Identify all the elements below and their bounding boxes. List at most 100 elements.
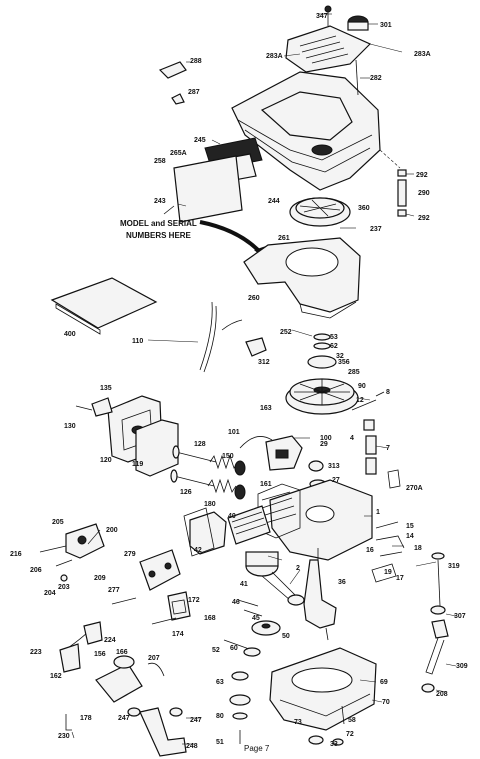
callout: 50 bbox=[282, 633, 290, 640]
callout: 292 bbox=[418, 215, 430, 222]
callout: 53 bbox=[330, 334, 338, 341]
callout: 203 bbox=[58, 584, 70, 591]
hose-elbow bbox=[127, 707, 187, 757]
callout: 1 bbox=[376, 509, 380, 516]
callout: 283A bbox=[266, 53, 283, 60]
dipstick bbox=[421, 552, 449, 693]
callout: 80 bbox=[216, 713, 224, 720]
callout: 292 bbox=[416, 172, 428, 179]
callout: 72 bbox=[346, 731, 354, 738]
callout: 70 bbox=[382, 699, 390, 706]
callout: 180 bbox=[204, 501, 216, 508]
callout: 42 bbox=[194, 547, 202, 554]
callout: 16 bbox=[366, 547, 374, 554]
callout: 51 bbox=[216, 739, 224, 746]
callout: 252 bbox=[280, 329, 292, 336]
callout: 29 bbox=[320, 441, 328, 448]
valve-springs bbox=[207, 454, 246, 500]
engine-cover bbox=[231, 71, 381, 191]
callout: 32 bbox=[336, 353, 344, 360]
valves bbox=[170, 445, 217, 487]
callout: 400 bbox=[64, 331, 76, 338]
screw-277 bbox=[111, 597, 137, 605]
ignition-module bbox=[239, 435, 303, 471]
owners-manual bbox=[50, 277, 158, 335]
clip-252 bbox=[245, 337, 267, 357]
callout: 245 bbox=[194, 137, 206, 144]
blower-housing bbox=[243, 237, 361, 319]
callout: 163 bbox=[260, 405, 272, 412]
callout: 15 bbox=[406, 523, 414, 530]
callout: 128 bbox=[194, 441, 206, 448]
callout: 258 bbox=[154, 158, 166, 165]
fuel-pump bbox=[39, 523, 105, 582]
bracket-230 bbox=[65, 714, 72, 731]
callout: 168 bbox=[204, 615, 216, 622]
callout: 244 bbox=[268, 198, 280, 205]
callout: 40 bbox=[228, 513, 236, 520]
callout: 206 bbox=[30, 567, 42, 574]
washers-53-62 bbox=[307, 333, 337, 369]
callout: 156 bbox=[94, 651, 106, 658]
callout: 36 bbox=[338, 579, 346, 586]
crankshaft bbox=[303, 548, 337, 641]
screw-347 bbox=[324, 5, 332, 26]
note-line1: MODEL and SERIAL bbox=[120, 219, 197, 228]
callout: 119 bbox=[132, 461, 143, 468]
right-small-parts bbox=[379, 149, 407, 217]
callout: 19 bbox=[384, 569, 392, 576]
carburetor bbox=[75, 395, 179, 477]
callout: 90 bbox=[358, 383, 366, 390]
callout: 178 bbox=[80, 715, 92, 722]
fuel-cap bbox=[347, 15, 369, 31]
cylinder-block bbox=[257, 479, 373, 561]
governor-parts bbox=[363, 419, 401, 489]
callout: 174 bbox=[172, 631, 184, 638]
callout: 290 bbox=[418, 190, 430, 197]
callout: 270A bbox=[406, 485, 423, 492]
callout: 135 bbox=[100, 385, 112, 392]
callout: 360 bbox=[358, 205, 370, 212]
drain-plug-parts bbox=[308, 705, 345, 746]
callout: 101 bbox=[228, 429, 240, 436]
callout: 150 bbox=[222, 453, 234, 460]
callout: 243 bbox=[154, 198, 166, 205]
callout: 162 bbox=[50, 673, 62, 680]
callout: 301 bbox=[380, 22, 392, 29]
callout: 161 bbox=[260, 481, 272, 488]
callout: 319 bbox=[448, 563, 460, 570]
callout: 279 bbox=[124, 551, 136, 558]
model-serial-note: MODEL and SERIAL NUMBERS HERE bbox=[120, 219, 266, 260]
callout: 307 bbox=[454, 613, 466, 620]
callout: 204 bbox=[44, 590, 56, 597]
callout: 313 bbox=[328, 463, 340, 470]
callout: 172 bbox=[188, 597, 200, 604]
air-filter-cover bbox=[285, 25, 372, 73]
callout: 260 bbox=[248, 295, 260, 302]
callout: 46 bbox=[232, 599, 240, 606]
oil-sump bbox=[269, 647, 377, 731]
flywheel-key bbox=[351, 391, 385, 411]
note-line2: NUMBERS HERE bbox=[126, 231, 192, 240]
callout: 8 bbox=[386, 389, 390, 396]
callout: 69 bbox=[380, 679, 388, 686]
rod-282 bbox=[355, 59, 359, 96]
callout-labels: 347 301 283A 283A 282 288 287 245 265A 2… bbox=[10, 13, 468, 750]
callout: 126 bbox=[180, 489, 192, 496]
flywheel bbox=[285, 378, 359, 415]
callout: 100 bbox=[320, 435, 332, 442]
callout: 237 bbox=[370, 226, 382, 233]
callout: 120 bbox=[100, 457, 112, 464]
callout: 200 bbox=[106, 527, 118, 534]
leader-lines bbox=[71, 13, 457, 745]
callout: 347 bbox=[316, 13, 328, 20]
callout: 12 bbox=[356, 397, 364, 404]
callout: 209 bbox=[94, 575, 106, 582]
callout: 45 bbox=[252, 615, 260, 622]
callout: 356 bbox=[338, 359, 350, 366]
callout: 312 bbox=[258, 359, 270, 366]
callout: 41 bbox=[240, 581, 248, 588]
callout: 52 bbox=[212, 647, 220, 654]
